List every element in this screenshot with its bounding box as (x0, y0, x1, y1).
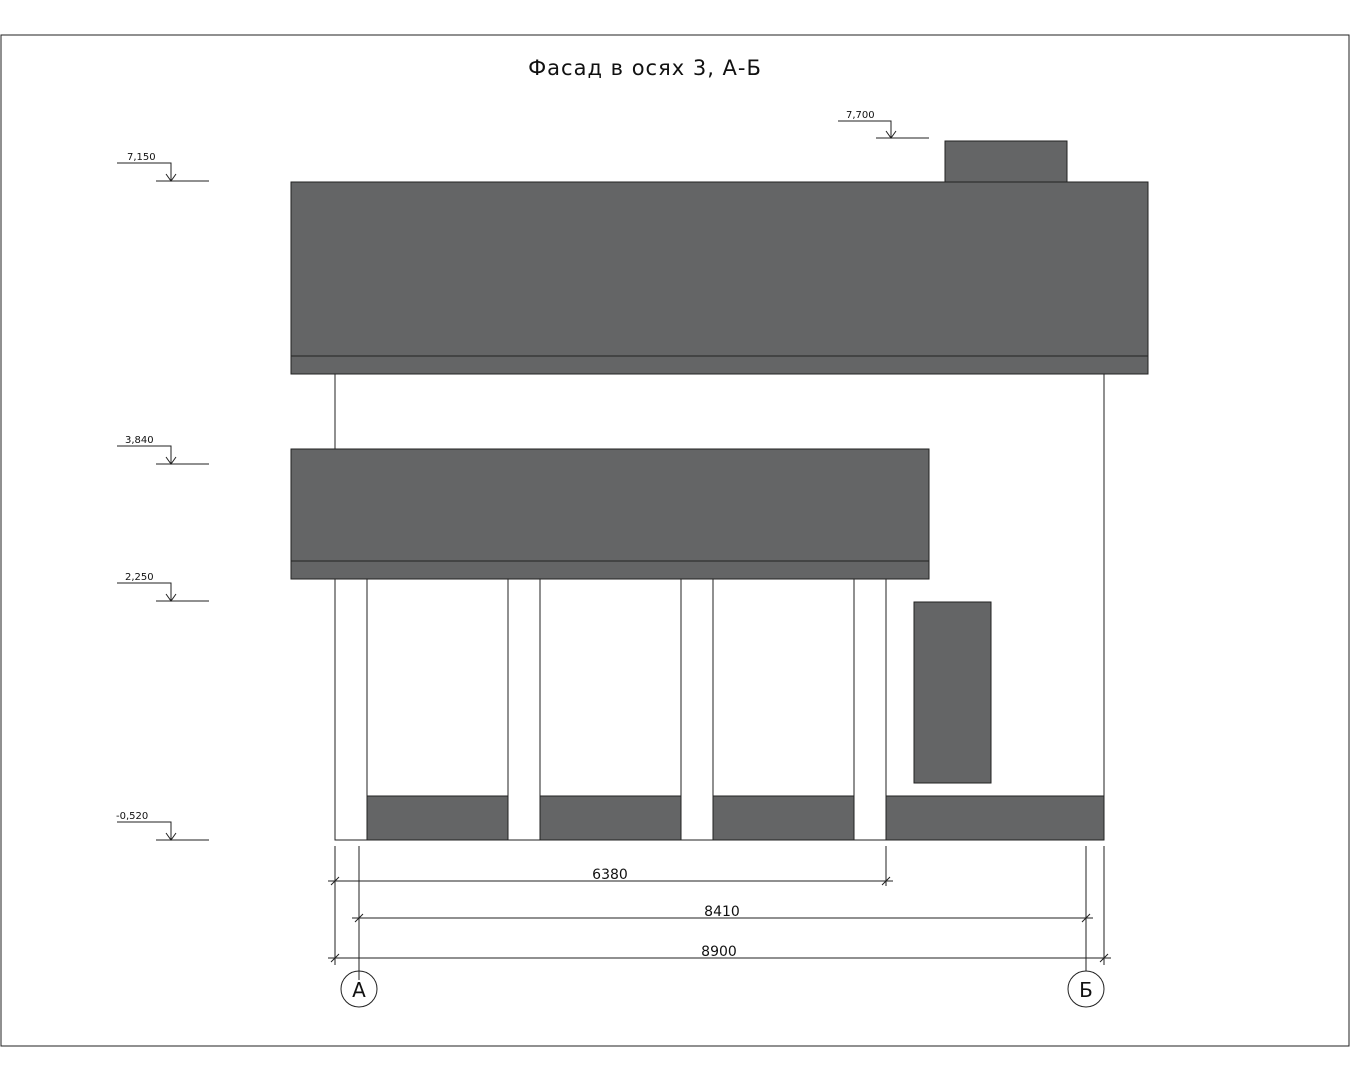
drawing-frame (0, 34, 1350, 1047)
axis-marker-a: А (340, 970, 378, 1008)
plinth-segment (366, 795, 509, 841)
plinth-segment (712, 795, 855, 841)
svg-text:7,700: 7,700 (846, 110, 875, 121)
elevation-mark-canopy-top: 3,840 (117, 435, 209, 465)
dimension-8900: 8900 (328, 944, 1111, 963)
svg-text:3,840: 3,840 (125, 435, 154, 446)
extension-lines (334, 846, 1105, 980)
svg-text:6380: 6380 (592, 867, 628, 883)
svg-text:Б: Б (1079, 978, 1093, 1002)
dimension-6380: 6380 (328, 867, 893, 886)
drawing-title: Фасад в осях 3, А-Б (528, 56, 762, 80)
svg-text:-0,520: -0,520 (116, 811, 148, 822)
canopy (290, 448, 930, 580)
svg-text:2,250: 2,250 (125, 572, 154, 583)
dimension-8410: 8410 (352, 904, 1093, 923)
door (913, 601, 992, 784)
svg-text:А: А (352, 978, 366, 1002)
elevation-mark-roof: 7,150 (117, 152, 209, 182)
column (507, 578, 541, 841)
plinth-segment (885, 795, 1105, 841)
svg-text:8410: 8410 (704, 904, 740, 920)
axis-marker-b: Б (1067, 970, 1105, 1008)
column (853, 578, 887, 841)
elevation-mark-ground: -0,520 (116, 811, 209, 841)
svg-text:7,150: 7,150 (127, 152, 156, 163)
plinth-segment (539, 795, 682, 841)
column (680, 578, 714, 841)
roof (290, 181, 1149, 375)
column (334, 578, 368, 841)
elevation-mark-chimney: 7,700 (838, 110, 929, 139)
elevation-mark-canopy-bottom: 2,250 (117, 572, 209, 602)
svg-text:8900: 8900 (701, 944, 737, 960)
chimney (944, 140, 1068, 183)
